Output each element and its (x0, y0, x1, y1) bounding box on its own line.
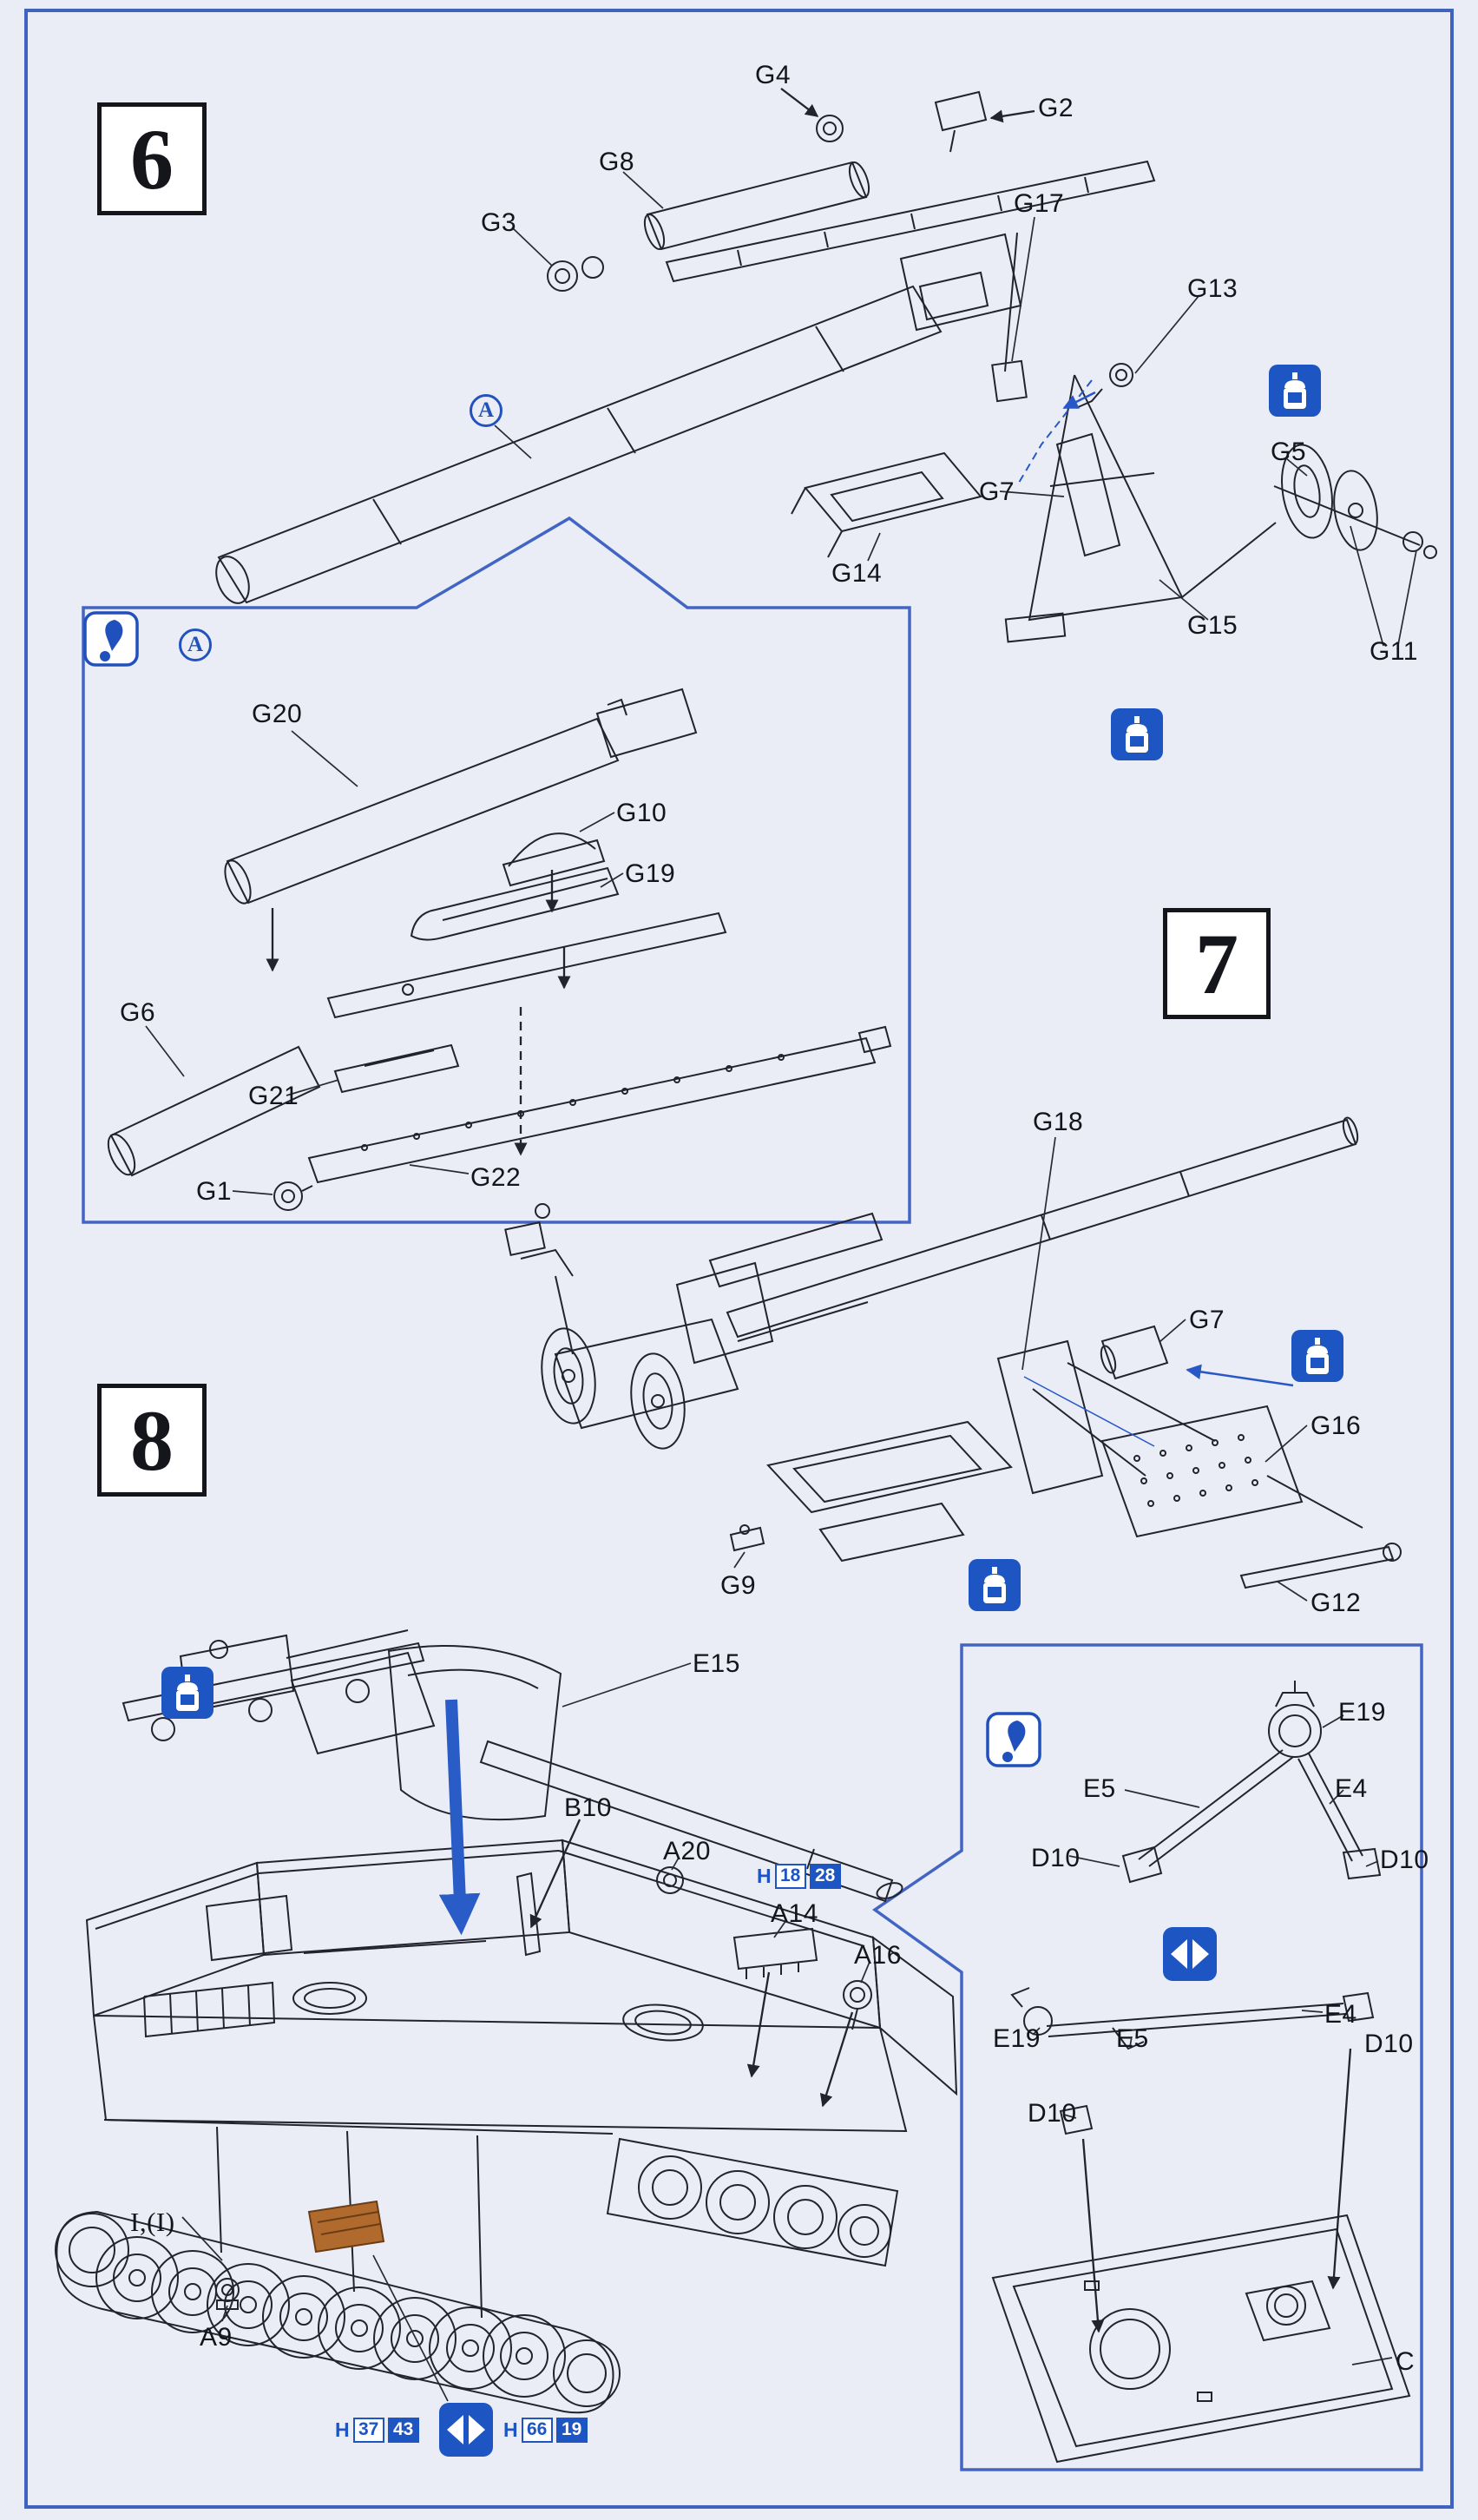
part-label-g12: G12 (1310, 1589, 1362, 1617)
part-label-e5-top: E5 (1083, 1774, 1116, 1803)
part-label-b10: B10 (564, 1793, 612, 1822)
part-label-g3: G3 (481, 208, 517, 237)
part-label-g18: G18 (1033, 1108, 1084, 1136)
part-label-e4-top: E4 (1335, 1774, 1368, 1803)
paint-number-box: 66 (521, 2417, 553, 2443)
page-frame (24, 9, 1454, 2509)
part-label-g4: G4 (755, 61, 792, 89)
paint-number-box: 28 (809, 1863, 841, 1889)
part-label-g2: G2 (1038, 94, 1074, 122)
paint-callout-deck: H 18 28 (757, 1863, 841, 1889)
attention-icon (986, 1712, 1041, 1772)
paint-callout-tools-left: H 37 43 (335, 2417, 419, 2443)
step-number-8: 8 (97, 1384, 207, 1497)
detail-a-callout-circle: A (470, 394, 503, 427)
part-label-i-marking: I,(I) (130, 2207, 175, 2237)
part-label-e19-top: E19 (1338, 1698, 1386, 1727)
part-label-g5: G5 (1271, 438, 1307, 466)
glue-icon (1111, 708, 1163, 765)
part-label-a14: A14 (771, 1899, 818, 1928)
part-label-g20: G20 (252, 700, 303, 728)
part-label-g8: G8 (599, 148, 635, 176)
part-label-e15: E15 (693, 1649, 740, 1678)
part-label-g1: G1 (196, 1177, 233, 1206)
part-label-d10-bottom-right: D10 (1364, 2030, 1414, 2058)
step-number-7: 7 (1163, 908, 1271, 1019)
paint-number-box: 37 (352, 2417, 384, 2443)
paint-callout-tools-right: H 66 19 (503, 2417, 588, 2443)
glue-icon (969, 1559, 1021, 1615)
part-label-a20: A20 (663, 1837, 711, 1865)
part-label-g22: G22 (470, 1163, 522, 1192)
paint-brand-letter: H (335, 2418, 350, 2441)
attention-icon (83, 611, 139, 671)
paint-number-box: 18 (774, 1863, 806, 1889)
part-label-e4-bottom: E4 (1324, 2000, 1357, 2029)
part-label-g7: G7 (979, 477, 1015, 506)
part-label-g10: G10 (616, 799, 667, 827)
part-label-a16: A16 (854, 1941, 902, 1970)
glue-icon (1291, 1330, 1343, 1386)
part-label-g11: G11 (1370, 637, 1418, 666)
optional-parts-arrows-icon (1163, 1927, 1217, 1985)
part-label-a9: A9 (200, 2323, 233, 2352)
part-label-g16: G16 (1310, 1411, 1362, 1440)
paint-brand-letter: H (757, 1864, 772, 1887)
part-label-g14: G14 (831, 559, 883, 588)
paint-number-box: 43 (387, 2417, 419, 2443)
part-label-g6: G6 (120, 998, 156, 1027)
part-label-g9: G9 (720, 1571, 757, 1600)
optional-parts-arrows-icon (439, 2403, 493, 2461)
paint-number-box: 19 (555, 2417, 588, 2443)
part-label-g13: G13 (1187, 274, 1238, 303)
part-label-g19: G19 (625, 859, 676, 888)
part-label-g15: G15 (1187, 611, 1238, 640)
part-label-c: C (1396, 2347, 1416, 2376)
paint-brand-letter: H (503, 2418, 518, 2441)
glue-icon (161, 1667, 213, 1723)
part-label-d10-top-left: D10 (1031, 1844, 1081, 1872)
detail-a-heading-circle: A (179, 628, 212, 661)
part-label-g17: G17 (1014, 189, 1065, 218)
part-label-g7-step7: G7 (1189, 1306, 1225, 1334)
part-label-e5-bottom: E5 (1116, 2024, 1149, 2053)
part-label-e19-bottom: E19 (993, 2024, 1041, 2053)
step-number-6: 6 (97, 102, 207, 215)
part-label-g21: G21 (248, 1082, 299, 1110)
glue-icon (1269, 365, 1321, 421)
part-label-d10-bottom-left: D10 (1028, 2099, 1077, 2128)
part-label-d10-top-right: D10 (1380, 1846, 1429, 1874)
